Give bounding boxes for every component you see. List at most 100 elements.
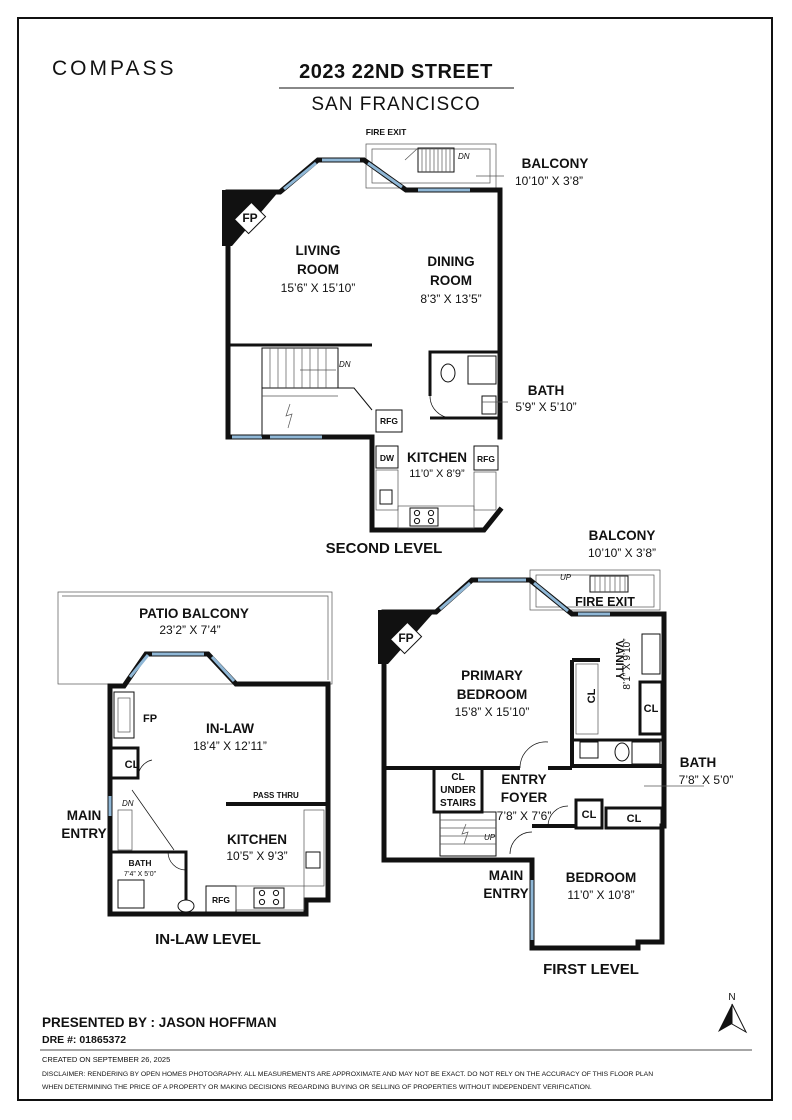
first-closet-2 [638,680,664,736]
inlaw-counter-bottom [235,885,305,911]
entry-foyer-label-1: ENTRY [501,772,546,787]
first-main-entry-label-1: MAIN [489,868,524,883]
second-balcony-outline [365,143,497,189]
first-fp-label: FP [398,631,413,645]
entry-foyer-label-2: FOYER [501,790,548,805]
patio-balcony-outline [57,591,333,685]
living-room-dim: 15’6” X 15’10” [281,281,356,295]
first-closet-3 [574,798,604,830]
first-vanity-label: VANITY [613,640,625,680]
second-fp-box [233,201,267,235]
second-balcony-label: BALCONY [522,156,589,171]
inlaw-entry-stair [117,809,133,851]
first-balcony-outline [529,569,661,611]
second-bath-sink [481,395,497,415]
inlaw-rfg [205,885,237,913]
first-primary-door [519,741,549,769]
first-window-1 [439,581,471,611]
inlaw-fireplace [113,691,135,739]
inlaw-level-plan: PATIO BALCONY 23’2” X 7’4” FP CL DN PASS… [57,591,333,948]
second-toilet [440,363,456,383]
inlaw-toilet [177,899,195,913]
first-balcony-inner [535,574,655,608]
north-arrow-left [718,1004,732,1032]
north-arrow: N [718,992,748,1034]
first-cl-2-label: CL [644,703,659,715]
inlaw-kitchen-dim: 10’5” X 9’3” [226,849,287,863]
disclaimer-line-1: DISCLAIMER: RENDERING BY OPEN HOMES PHOT… [42,1071,653,1078]
second-balcony-dim: 10’10” X 3’8” [515,174,583,188]
first-level-title: FIRST LEVEL [543,961,639,978]
first-toilet [614,742,630,762]
property-city: SAN FRANCISCO [311,94,480,115]
second-stove [409,507,439,527]
second-kitchen-label: KITCHEN [407,450,467,465]
created-date: CREATED ON SEPTEMBER 26, 2025 [42,1055,170,1064]
dining-room-dim: 8’3” X 13’5” [420,292,481,306]
second-bath-dim: 5’9” X 5’10” [515,400,576,414]
pass-thru-label: PASS THRU [253,791,299,800]
inlaw-window-3 [210,655,236,683]
second-balcony-dn-label: DN [458,152,470,161]
dining-room-label-1: DINING [427,254,474,269]
primary-bedroom-dim: 15’8” X 15’10” [455,705,530,719]
inlaw-bath-dim: 7’4” X 5’0” [124,871,157,878]
primary-bedroom-label-1: PRIMARY [461,668,523,683]
inlaw-entry-door-swing [131,789,175,851]
second-bath-label: BATH [528,383,565,398]
first-closet-1 [575,663,599,735]
first-main-entry-label-2: ENTRY [483,886,528,901]
first-bath-label: BATH [680,755,717,770]
inlaw-window-1 [128,654,150,678]
first-bath-tub [631,741,661,765]
second-level-plan: FIRE EXIT DN FP [222,127,588,557]
first-bedroom-label: BEDROOM [566,870,637,885]
second-stair [261,347,373,437]
entry-foyer-dim: 7’8” X 7’6” [497,809,552,823]
first-window-3 [533,581,569,613]
inlaw-rfg-label: RFG [212,895,230,905]
inlaw-main-entry-label-2: ENTRY [61,826,106,841]
second-rfg-1-label: RFG [380,416,398,426]
fire-exit-stair [404,147,455,173]
inlaw-closet [112,746,140,780]
inlaw-bath-shower [117,879,145,909]
primary-bedroom-label-2: BEDROOM [457,687,528,702]
first-cl-3-label: CL [582,809,597,821]
second-rfg-2-label: RFG [477,454,495,464]
first-cl-under-1: CL [451,772,464,783]
property-address: 2023 22ND STREET [299,61,493,83]
first-bath-sink [579,741,599,759]
first-fire-exit-label: FIRE EXIT [575,595,635,609]
first-cl-1-label: CL [586,688,598,703]
second-fire-exit-label: FIRE EXIT [366,127,407,137]
inlaw-kitchen-label: KITCHEN [227,832,287,847]
inlaw-stove [253,887,285,909]
first-cl-4-label: CL [627,813,642,825]
dre-number: DRE #: 01865372 [42,1034,126,1046]
patio-balcony-dim: 23’2” X 7’4” [159,623,220,637]
patio-balcony-label: PATIO BALCONY [139,606,249,621]
second-fp-label: FP [242,211,257,225]
first-main-entry-door [509,831,533,855]
second-kitchen-sink [379,489,393,505]
second-counter-left [375,469,399,511]
first-cl-under-3: STAIRS [440,798,476,809]
first-balcony-up-label: UP [560,573,572,582]
inlaw-level-title: IN-LAW LEVEL [155,931,261,948]
inlaw-kitchen-sink [305,851,321,869]
first-cl-under-2: UNDER [440,785,476,796]
second-window-1 [283,161,317,191]
second-rfg-1 [375,409,403,433]
second-bath-door [429,395,453,419]
second-outer-wall [225,189,504,533]
inlaw-room-dim: 18’4” X 12’11” [193,739,267,753]
second-kitchen-dim: 11’0” X 8’9” [409,468,465,480]
patio-balcony-inner [62,595,329,680]
north-arrow-label: N [728,992,735,1003]
first-fp-box [389,621,423,655]
compass-logo: COMPASS [52,57,176,80]
second-dw-label: DW [380,453,395,463]
inlaw-counter-right [303,809,325,887]
